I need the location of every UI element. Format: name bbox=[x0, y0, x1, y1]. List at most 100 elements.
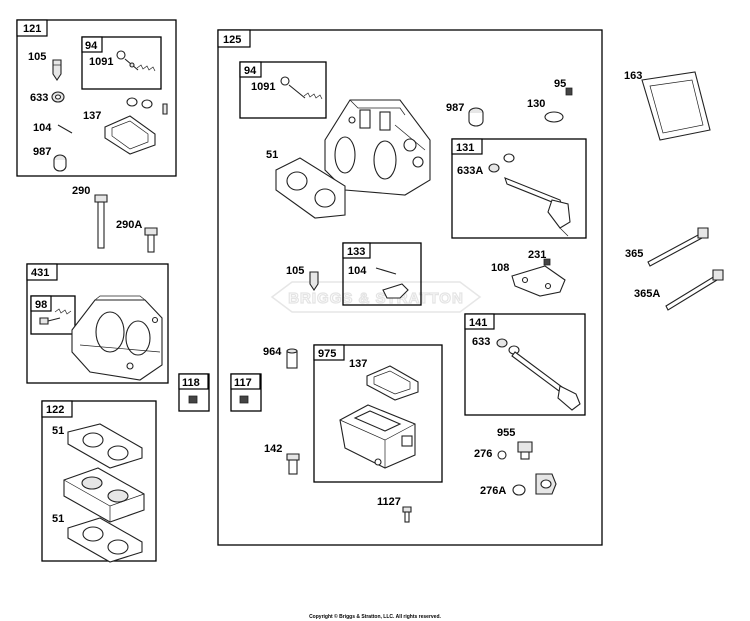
gasket-51-bottom bbox=[67, 517, 143, 563]
bolt-365A bbox=[665, 269, 724, 311]
part-label-163[interactable]: 163 bbox=[624, 70, 642, 82]
drain-screw-142 bbox=[286, 453, 300, 475]
part-label-51-c[interactable]: 51 bbox=[52, 513, 64, 525]
float-133 bbox=[382, 283, 409, 299]
assembly-tag-121-box bbox=[16, 19, 48, 37]
screw-95 bbox=[565, 87, 573, 96]
part-label-104-b[interactable]: 104 bbox=[348, 265, 367, 277]
assembly-box-122 bbox=[41, 400, 157, 562]
choke-shaft-131 bbox=[488, 153, 571, 237]
watermark-logo: BRIGGS & STRATTON bbox=[270, 281, 482, 313]
part-label-51-b[interactable]: 51 bbox=[52, 425, 64, 437]
plug-987-b bbox=[468, 107, 484, 127]
part-label-365[interactable]: 365 bbox=[625, 248, 643, 260]
part-label-108[interactable]: 108 bbox=[491, 262, 509, 274]
assembly-box-975 bbox=[313, 344, 443, 483]
assembly-tag-121[interactable]: 121 bbox=[23, 23, 41, 35]
float-bowl-975 bbox=[339, 404, 416, 469]
part-label-633-b[interactable]: 633 bbox=[472, 336, 490, 348]
assembly-tag-94-b[interactable]: 94 bbox=[244, 65, 257, 77]
assembly-box-141 bbox=[464, 313, 586, 416]
part-label-104-a[interactable]: 104 bbox=[33, 122, 52, 134]
part-label-290[interactable]: 290 bbox=[72, 185, 90, 197]
bolt-290 bbox=[94, 194, 108, 249]
float-needle-105-b bbox=[309, 271, 319, 291]
assembly-tag-125[interactable]: 125 bbox=[223, 34, 241, 46]
part-label-142[interactable]: 142 bbox=[264, 443, 282, 455]
bolt-290A bbox=[144, 227, 158, 253]
part-label-987-b[interactable]: 987 bbox=[446, 102, 464, 114]
o-ring-276 bbox=[497, 450, 507, 460]
screw-spring-1091-a bbox=[116, 50, 156, 72]
bolt-365 bbox=[647, 227, 709, 267]
gasket-163 bbox=[641, 71, 711, 141]
part-label-231[interactable]: 231 bbox=[528, 249, 546, 261]
carburetor-main-body bbox=[324, 99, 431, 196]
assembly-box-98 bbox=[30, 295, 76, 335]
assembly-box-431 bbox=[26, 263, 169, 384]
assembly-tag-133[interactable]: 133 bbox=[347, 246, 365, 258]
o-rings-a bbox=[126, 97, 168, 115]
plug-117 bbox=[239, 395, 249, 404]
plate-130 bbox=[544, 111, 564, 123]
washer-633-a bbox=[51, 91, 65, 103]
gasket-137-a bbox=[104, 115, 156, 155]
assembly-tag-141[interactable]: 141 bbox=[469, 317, 487, 329]
gasket-51-a bbox=[275, 157, 346, 219]
part-label-1091-a[interactable]: 1091 bbox=[89, 56, 113, 68]
pin-104-b bbox=[375, 267, 397, 275]
screw-1127 bbox=[402, 506, 412, 523]
plug-118 bbox=[188, 395, 198, 404]
part-label-276[interactable]: 276 bbox=[474, 448, 492, 460]
part-label-105-b[interactable]: 105 bbox=[286, 265, 304, 277]
assembly-tag-431[interactable]: 431 bbox=[31, 267, 49, 279]
screw-231 bbox=[543, 258, 551, 266]
assembly-tag-122[interactable]: 122 bbox=[46, 404, 64, 416]
assembly-tag-98[interactable]: 98 bbox=[35, 299, 47, 311]
part-label-137-a[interactable]: 137 bbox=[83, 110, 101, 122]
copyright-notice: Copyright © Briggs & Stratton, LLC. All … bbox=[309, 613, 441, 620]
part-label-130[interactable]: 130 bbox=[527, 98, 545, 110]
fitting-955 bbox=[517, 441, 533, 460]
fitting-276A bbox=[535, 473, 557, 495]
part-label-51-a[interactable]: 51 bbox=[266, 149, 278, 161]
part-label-105-a[interactable]: 105 bbox=[28, 51, 46, 63]
assembly-box-125 bbox=[217, 29, 603, 546]
screw-spring-98 bbox=[39, 308, 72, 325]
part-label-276A[interactable]: 276A bbox=[480, 485, 506, 497]
part-label-633A[interactable]: 633A bbox=[457, 165, 483, 177]
float-needle-105-a bbox=[52, 59, 62, 81]
part-label-1091-b[interactable]: 1091 bbox=[251, 81, 275, 93]
part-label-964[interactable]: 964 bbox=[263, 346, 282, 358]
pin-104-a bbox=[57, 124, 73, 134]
part-label-365A[interactable]: 365A bbox=[634, 288, 660, 300]
assembly-box-121 bbox=[16, 19, 177, 177]
plug-987-a bbox=[53, 154, 67, 172]
spacer-964 bbox=[286, 348, 298, 369]
assembly-box-131 bbox=[451, 138, 587, 239]
assembly-tag-94-a[interactable]: 94 bbox=[85, 40, 98, 52]
gasket-137-b bbox=[366, 365, 419, 401]
assembly-box-94-b bbox=[239, 61, 327, 119]
assembly-tag-131[interactable]: 131 bbox=[456, 142, 474, 154]
assembly-box-133 bbox=[342, 242, 422, 306]
gasket-51-top bbox=[67, 423, 143, 469]
o-ring-276A bbox=[512, 484, 526, 496]
part-label-955[interactable]: 955 bbox=[497, 427, 515, 439]
part-label-987-a[interactable]: 987 bbox=[33, 146, 51, 158]
assembly-tag-117[interactable]: 117 bbox=[234, 377, 252, 389]
screw-spring-1091-b bbox=[280, 76, 323, 100]
assembly-box-94-a bbox=[81, 36, 162, 90]
spacer-block bbox=[63, 467, 145, 523]
watermark-text: BRIGGS & STRATTON bbox=[288, 290, 464, 307]
throttle-shaft-141 bbox=[496, 338, 581, 411]
part-label-633-a[interactable]: 633 bbox=[30, 92, 48, 104]
part-label-290A[interactable]: 290A bbox=[116, 219, 142, 231]
bracket-108 bbox=[511, 265, 566, 297]
part-label-137-b[interactable]: 137 bbox=[349, 358, 367, 370]
assembly-tag-975[interactable]: 975 bbox=[318, 348, 336, 360]
part-label-95[interactable]: 95 bbox=[554, 78, 566, 90]
assembly-tag-118[interactable]: 118 bbox=[182, 377, 200, 389]
part-label-1127[interactable]: 1127 bbox=[377, 496, 401, 508]
